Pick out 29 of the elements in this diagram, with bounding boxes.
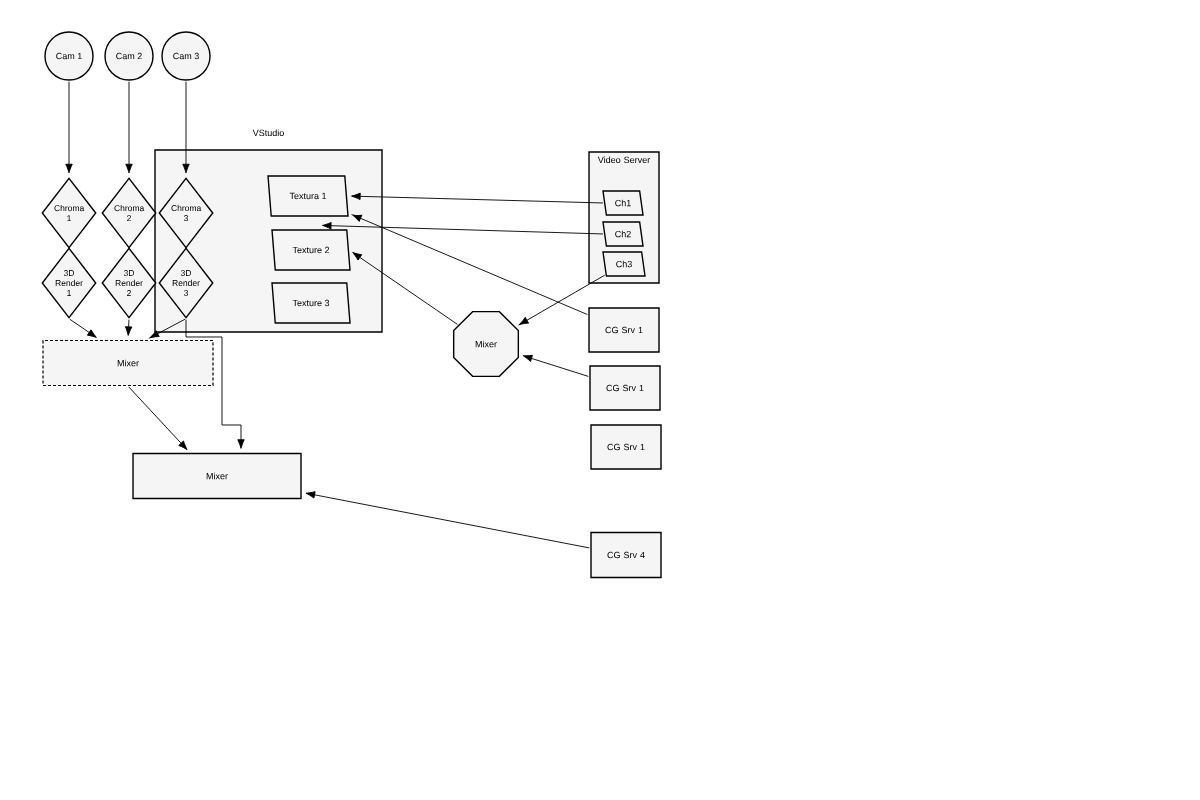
arrow — [321, 222, 604, 235]
dashed-box: Mixer — [42, 339, 214, 387]
texture-parallelogram: Texture 3 — [271, 282, 351, 324]
process-box: Mixer — [132, 452, 302, 500]
arrow — [352, 214, 588, 315]
texture-parallelogram: Ch1 — [602, 190, 644, 216]
arrow — [65, 81, 73, 174]
arrow — [352, 252, 458, 325]
arrow — [522, 354, 589, 377]
texture-parallelogram: Textura 1 — [267, 175, 349, 217]
texture-parallelogram: Texture 2 — [271, 229, 351, 271]
mixer-octagon: Mixer — [452, 310, 520, 378]
texture-parallelogram: Ch3 — [602, 251, 646, 277]
arrow — [182, 81, 190, 174]
arrow — [124, 319, 133, 336]
arrow — [185, 319, 245, 449]
arrow — [149, 318, 186, 339]
arrow — [69, 318, 97, 338]
arrow — [518, 274, 606, 326]
texture-parallelogram: Ch2 — [602, 221, 644, 247]
arrow — [125, 81, 133, 174]
process-box: CG Srv 1 — [589, 365, 661, 411]
process-box: CG Srv 4 — [590, 531, 662, 579]
arrow — [305, 491, 590, 549]
arrow — [351, 192, 604, 204]
process-box: CG Srv 1 — [590, 424, 662, 470]
process-box: CG Srv 1 — [588, 307, 660, 353]
arrow — [128, 386, 188, 450]
node-label: VStudio — [252, 129, 284, 137]
